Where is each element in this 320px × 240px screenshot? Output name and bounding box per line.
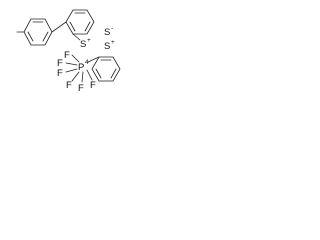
fluorine-label-bottom-left: F [66,80,72,91]
fluorine-label-left-top: F [57,58,63,69]
ring-sulfur-label: S [80,39,86,50]
sulfur-ion-bottom-label: S [104,41,110,52]
p-phenyl-bond [87,56,100,63]
phenyl-ring-double-bonds [95,59,117,79]
sulfur-ion-bottom-charge: + [111,39,115,46]
phosphorus-label: P [78,62,84,73]
tolyl-ring-double-bonds [27,21,49,42]
phenyl-ring [91,56,121,82]
fluorine-label-left-bottom: F [57,68,63,79]
ring-sulfur-bond [72,33,81,41]
hexafluorophosphate-bonds [65,54,93,83]
fluorine-label-bottom-right: F [90,80,96,91]
aryl-ring-double-bonds [69,12,91,32]
sulfur-ion-top-charge: - [111,25,113,32]
chemical-structure: S + S - S + P 4 F F F F F F [16,9,121,94]
phosphorus-charge: 4 [85,59,89,66]
fluorine-label-upper: F [64,50,70,61]
biaryl-bond [51,21,67,33]
ring-sulfur-charge: + [87,37,91,44]
fluorine-label-bottom: F [78,83,84,94]
sulfur-ion-top-label: S [104,27,110,38]
